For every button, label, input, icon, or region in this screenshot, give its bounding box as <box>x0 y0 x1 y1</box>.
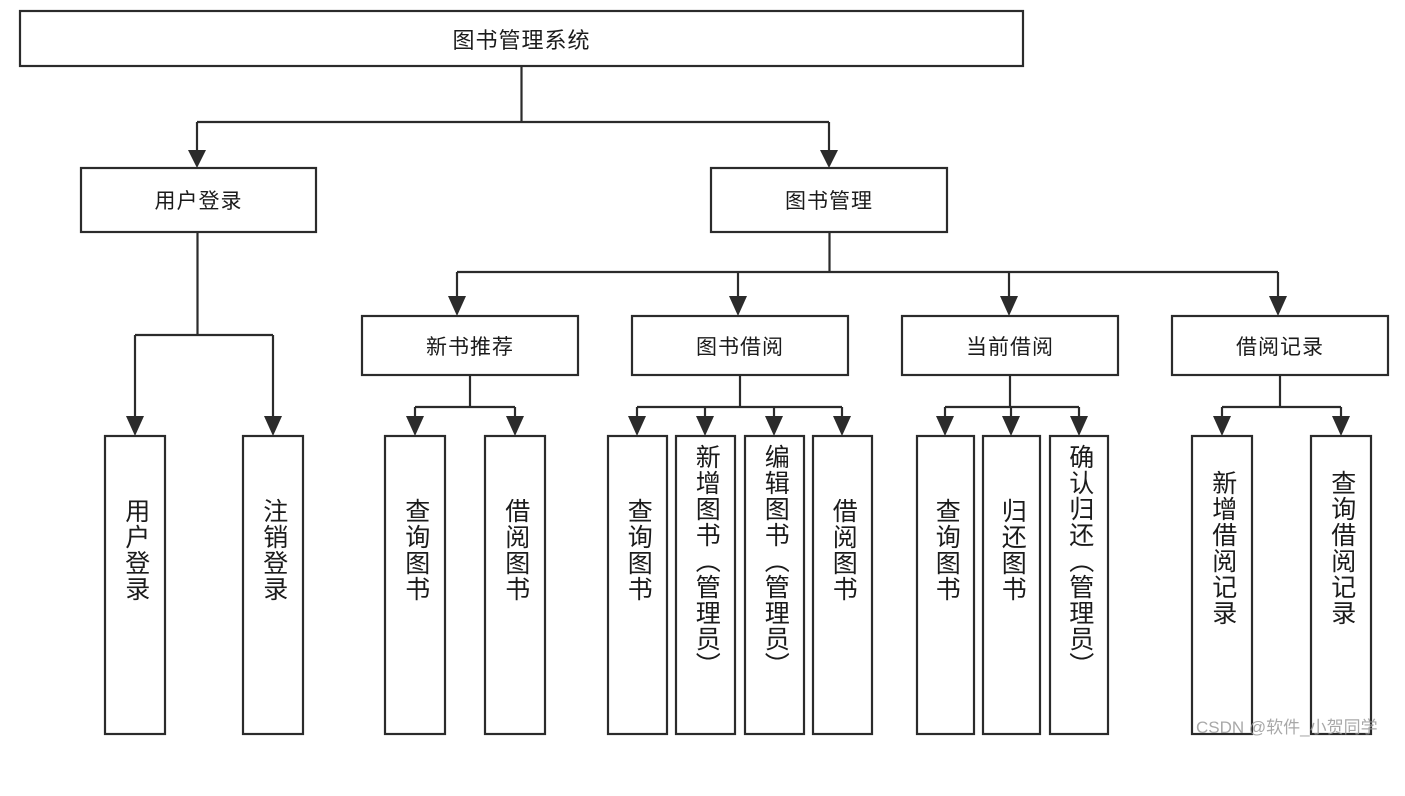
arrow-head-leaf-query-book-b <box>628 416 646 436</box>
arrow-head-leaf-add-book <box>696 416 714 436</box>
node-box-leaf-query-book-b[interactable] <box>606 434 669 736</box>
node-box-user-login[interactable] <box>79 166 318 234</box>
arrow-head-leaf-borrow-book-rec <box>506 416 524 436</box>
edge-group-book-borrow <box>628 375 851 436</box>
node-box-leaf-user-login[interactable] <box>103 434 167 736</box>
node-box-root[interactable] <box>18 9 1025 68</box>
arrow-head-book-manage <box>820 150 838 168</box>
arrow-head-leaf-add-record <box>1213 416 1231 436</box>
node-box-borrow-record[interactable] <box>1170 314 1390 377</box>
node-box-book-borrow[interactable] <box>630 314 850 377</box>
node-box-leaf-query-book-rec[interactable] <box>383 434 447 736</box>
arrow-head-leaf-return-book <box>1002 416 1020 436</box>
node-box-book-manage[interactable] <box>709 166 949 234</box>
node-box-current-borrow[interactable] <box>900 314 1120 377</box>
node-box-leaf-query-book-c[interactable] <box>915 434 976 736</box>
arrow-head-borrow-record <box>1269 296 1287 316</box>
node-box-leaf-add-record[interactable] <box>1190 434 1254 736</box>
node-box-leaf-return-book[interactable] <box>981 434 1042 736</box>
node-box-leaf-borrow-book-b[interactable] <box>811 434 874 736</box>
edge-group-borrow-record <box>1213 375 1350 436</box>
edge-group-current-borrow <box>936 375 1088 436</box>
arrow-head-book-borrow <box>729 296 747 316</box>
edge-group-user-login <box>126 232 282 436</box>
node-box-leaf-edit-book[interactable] <box>743 434 806 736</box>
node-box-leaf-logout[interactable] <box>241 434 305 736</box>
node-box-new-book-rec[interactable] <box>360 314 580 377</box>
edge-group-root <box>188 66 838 168</box>
arrow-head-leaf-logout <box>264 416 282 436</box>
edge-group-book-manage <box>448 232 1287 316</box>
node-box-leaf-add-book[interactable] <box>674 434 737 736</box>
arrow-head-new-book-rec <box>448 296 466 316</box>
arrow-head-user-login <box>188 150 206 168</box>
arrow-head-current-borrow <box>1000 296 1018 316</box>
arrow-head-leaf-edit-book <box>765 416 783 436</box>
diagram-canvas: 图书管理系统 用户登录 图书管理 新书推荐 图书借阅 当前借阅 借阅记录 用户登… <box>18 9 1390 737</box>
node-box-leaf-query-record[interactable] <box>1309 434 1373 736</box>
arrow-head-leaf-query-book-rec <box>406 416 424 436</box>
arrow-head-leaf-query-book-c <box>936 416 954 436</box>
arrow-head-leaf-user-login <box>126 416 144 436</box>
arrow-head-leaf-confirm-return <box>1070 416 1088 436</box>
node-box-leaf-borrow-book-rec[interactable] <box>483 434 547 736</box>
arrow-head-leaf-borrow-book-b <box>833 416 851 436</box>
edge-group-new-book-rec <box>406 375 524 436</box>
arrow-head-leaf-query-record <box>1332 416 1350 436</box>
csdn-watermark: CSDN @软件_小贺同学 <box>1196 718 1378 737</box>
node-box-leaf-confirm-return[interactable] <box>1048 434 1110 736</box>
tree-diagram-svg <box>18 9 1390 736</box>
